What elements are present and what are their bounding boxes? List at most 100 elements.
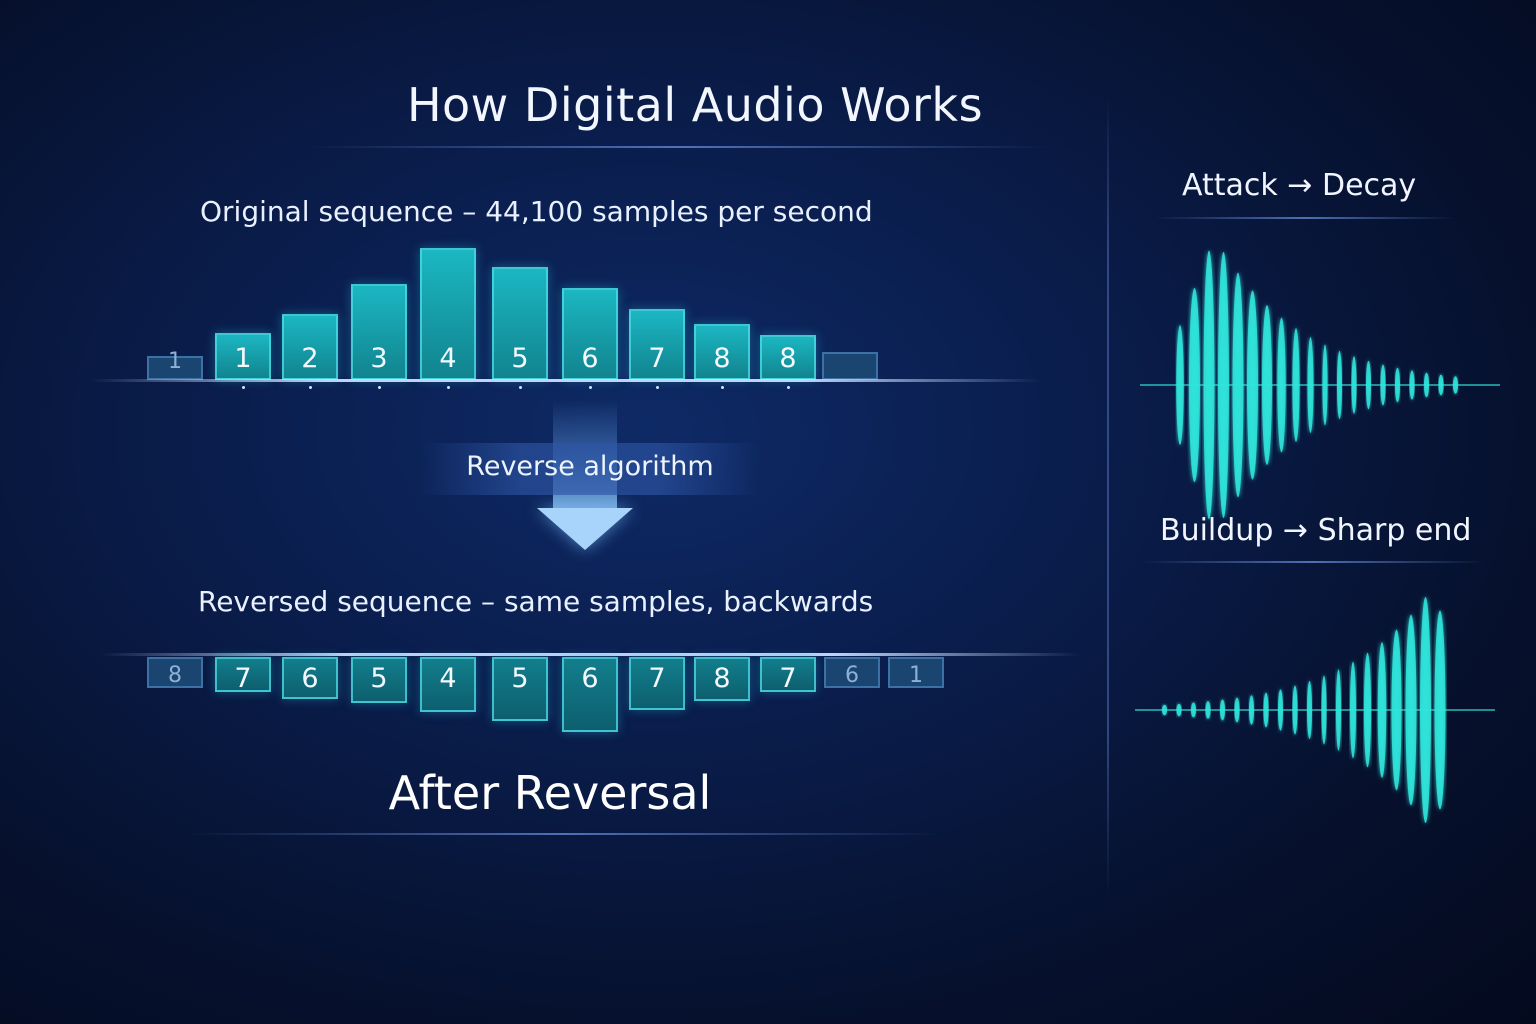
waveform-peak — [1420, 597, 1431, 823]
waveform-peak — [1405, 614, 1417, 806]
waveform-peak — [1307, 680, 1312, 740]
attack-decay-heading: Attack → Decay — [1182, 168, 1417, 203]
original-sample-bar: 2 — [282, 314, 338, 380]
original-sample-label: 4 — [439, 343, 457, 374]
sample-point-dot — [447, 386, 450, 389]
original-caption: Original sequence – 44,100 samples per s… — [200, 195, 873, 228]
original-sample-label: 5 — [511, 343, 529, 374]
original-sample-label: 6 — [581, 343, 599, 374]
waveform-peak — [1203, 250, 1215, 520]
reversed-sample-label: 6 — [301, 663, 319, 694]
waveform-peak — [1337, 350, 1342, 420]
reverse-algorithm-label: Reverse algorithm — [466, 451, 714, 482]
reversed-baseline — [100, 653, 1080, 656]
waveform-peak — [1351, 356, 1357, 414]
reversed-sample-bar: 4 — [420, 657, 476, 712]
original-sample-label: 1 — [234, 343, 252, 374]
sample-point-dot — [378, 386, 381, 389]
waveform-peak — [1321, 675, 1327, 745]
arrow-label-band — [420, 443, 760, 495]
sample-point-dot — [242, 386, 245, 389]
waveform-peak — [1438, 374, 1444, 396]
buildup-sharp-heading: Buildup → Sharp end — [1160, 513, 1472, 548]
waveform-peak — [1232, 272, 1244, 498]
after-reversal-heading: After Reversal — [388, 766, 712, 820]
reversed-sample-label: 5 — [511, 663, 529, 694]
waveform-peak — [1424, 372, 1429, 398]
sample-point-dot — [589, 386, 592, 389]
reversed-sample-label: 6 — [581, 663, 599, 694]
waveform-peak — [1234, 697, 1240, 723]
reversed-sample-label: 5 — [370, 663, 388, 694]
waveform-peak — [1176, 325, 1184, 445]
original-sample-bar: 5 — [492, 267, 548, 380]
reversed-sample-bar: 6 — [824, 657, 880, 688]
reversed-sample-bar: 8 — [147, 657, 203, 688]
sample-point-dot — [656, 386, 659, 389]
page-title: How Digital Audio Works — [406, 78, 984, 132]
waveform-peak — [1263, 692, 1269, 728]
after-underline — [190, 833, 940, 835]
original-sample-bar: 1 — [215, 333, 271, 380]
original-sample-label: 1 — [168, 349, 182, 374]
waveform-peak — [1262, 305, 1272, 465]
attack-decay-underline — [1155, 217, 1455, 219]
reversed-caption: Reversed sequence – same samples, backwa… — [198, 585, 874, 618]
waveform-peak — [1218, 252, 1229, 518]
sample-point-dot — [787, 386, 790, 389]
original-sample-bar: 7 — [629, 309, 685, 380]
sample-point-dot — [519, 386, 522, 389]
waveform-peak — [1249, 695, 1254, 725]
original-sample-label: 8 — [779, 343, 797, 374]
reversed-sample-bar: 5 — [351, 657, 407, 703]
waveform-peak — [1205, 701, 1211, 719]
reversed-sample-bar: 7 — [215, 657, 271, 694]
reversed-sample-label: 7 — [779, 663, 797, 694]
waveform-peak — [1191, 702, 1196, 718]
waveform-peak — [1162, 704, 1167, 716]
reversed-sample-bar: 7 — [760, 657, 816, 694]
down-arrow-icon — [537, 508, 633, 550]
waveform-peak — [1453, 376, 1458, 394]
reversed-sample-bar: 7 — [629, 657, 685, 710]
waveform-peak — [1335, 669, 1342, 751]
waveform-peak — [1277, 317, 1286, 453]
waveform-peak — [1292, 685, 1298, 735]
waveform-peak — [1380, 364, 1386, 406]
attack-decay-waveform — [1140, 250, 1500, 520]
sample-point-dot — [309, 386, 312, 389]
reversed-sample-label: 8 — [168, 663, 182, 688]
original-baseline — [90, 379, 1040, 382]
reversed-sample-bar: 6 — [562, 657, 618, 732]
reversed-sample-label: 1 — [909, 663, 923, 688]
reversed-sample-label: 6 — [845, 663, 859, 688]
original-sample-bar: 8 — [760, 335, 816, 380]
waveform-peak — [1377, 642, 1387, 778]
waveform-peak — [1391, 629, 1402, 791]
reversed-sample-bar: 5 — [492, 657, 548, 721]
waveform-peak — [1349, 661, 1357, 759]
waveform-peak — [1176, 703, 1182, 717]
waveform-peak — [1322, 344, 1328, 426]
waveform-peak — [1395, 367, 1400, 403]
reversed-sample-bar: 8 — [694, 657, 750, 701]
waveform-peak — [1189, 287, 1200, 483]
waveform-peak — [1409, 370, 1415, 400]
waveform-peak — [1307, 337, 1314, 433]
waveform-peak — [1363, 652, 1372, 768]
waveform-peak — [1292, 328, 1300, 442]
buildup-sharp-waveform — [1135, 597, 1495, 823]
original-sample-label: 3 — [370, 343, 388, 374]
original-sample-bar: 6 — [562, 288, 618, 380]
reversed-sample-label: 4 — [439, 663, 457, 694]
waveform-peak — [1434, 610, 1446, 810]
original-sample-label: 8 — [713, 343, 731, 374]
waveform-peak — [1278, 689, 1283, 731]
title-underline — [310, 146, 1050, 148]
original-sample-label: 7 — [648, 343, 666, 374]
original-sample-bar: 4 — [420, 248, 476, 380]
original-bar-group: 1 1 2 3 4 5 6 7 8 8 — [0, 0, 1100, 400]
original-sample-label: 2 — [301, 343, 319, 374]
reversed-sample-label: 8 — [713, 663, 731, 694]
